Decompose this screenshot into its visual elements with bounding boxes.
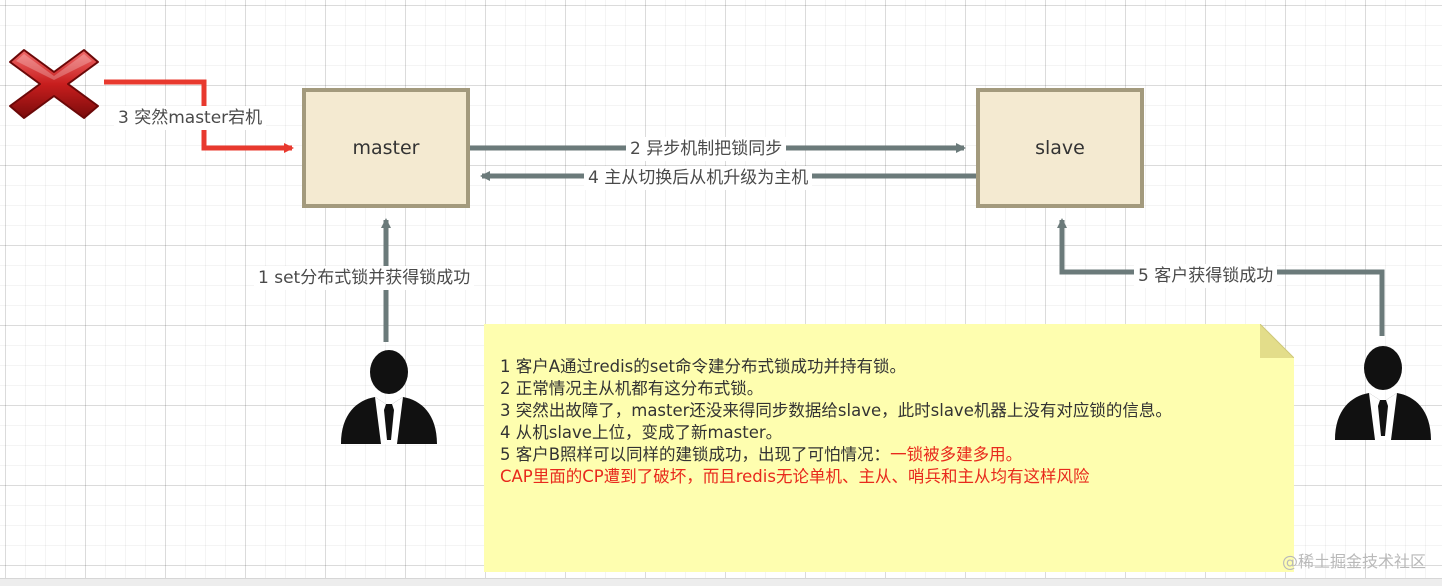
red-cross-icon bbox=[9, 49, 99, 119]
note-line-6: CAP里面的CP遭到了破坏，而且redis无论单机、主从、哨兵和主从均有这样风险 bbox=[500, 467, 1090, 486]
note-line-5-text: 5 客户B照样可以同样的建锁成功，出现了可怕情况： bbox=[500, 445, 891, 464]
slave-node[interactable]: slave bbox=[976, 88, 1144, 208]
note-line-5-highlight: 一锁被多建多用。 bbox=[890, 445, 1023, 464]
note-line-4: 4 从机slave上位，变成了新master。 bbox=[500, 423, 783, 442]
note-line-1: 1 客户A通过redis的set命令建分布式锁成功并持有锁。 bbox=[500, 357, 906, 376]
explanation-note: 1 客户A通过redis的set命令建分布式锁成功并持有锁。 2 正常情况主从机… bbox=[484, 324, 1294, 572]
sync-edge-label: 2 异步机制把锁同步 bbox=[626, 137, 787, 161]
promote-edge-label: 4 主从切换后从机升级为主机 bbox=[584, 166, 813, 190]
crash-edge-label: 3 突然master宕机 bbox=[114, 106, 267, 130]
note-line-2: 2 正常情况主从机都有这分布式锁。 bbox=[500, 379, 764, 398]
client-b-edge-label: 5 客户获得锁成功 bbox=[1134, 264, 1278, 288]
master-node-label: master bbox=[352, 137, 420, 159]
note-line-3: 3 突然出故障了，master还没来得同步数据给slave，此时slave机器上… bbox=[500, 401, 1172, 420]
client-a-user-icon bbox=[341, 350, 437, 444]
client-a-edge-label: 1 set分布式锁并获得锁成功 bbox=[254, 266, 475, 290]
bottom-rule bbox=[0, 578, 1442, 586]
slave-node-label: slave bbox=[1035, 137, 1085, 159]
watermark: @稀土掘金技术社区 bbox=[1281, 552, 1426, 571]
note-line-5: 5 客户B照样可以同样的建锁成功，出现了可怕情况：一锁被多建多用。 bbox=[500, 444, 1276, 466]
note-fold-corner bbox=[1260, 324, 1294, 358]
client-b-user-icon bbox=[1335, 346, 1431, 440]
master-node[interactable]: master bbox=[302, 88, 470, 208]
